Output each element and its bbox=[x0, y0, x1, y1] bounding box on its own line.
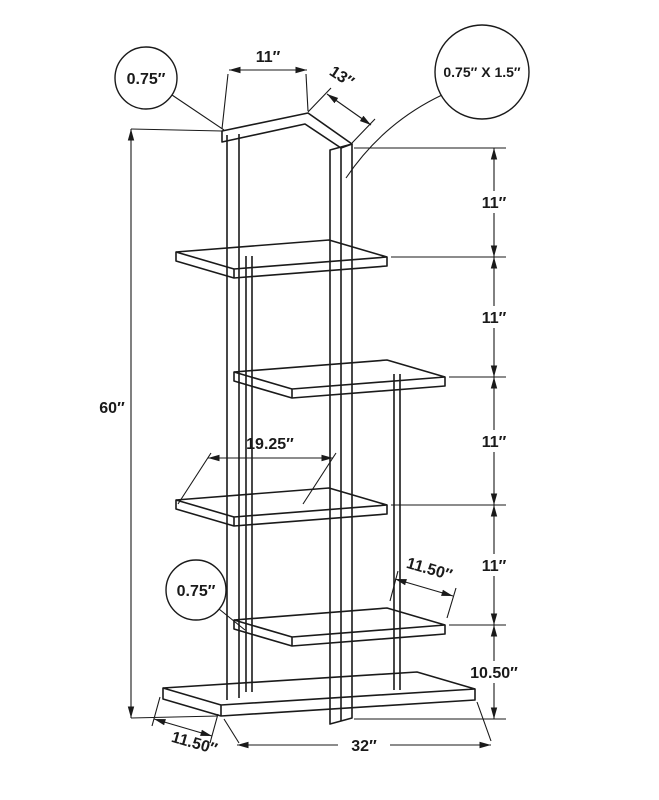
right-support-rails bbox=[393, 374, 401, 690]
label-mask bbox=[477, 306, 511, 328]
shelf-1 bbox=[175, 239, 388, 279]
dim-shelf-depth-line bbox=[394, 578, 454, 597]
leader-lines bbox=[171, 94, 443, 631]
label-mask bbox=[477, 554, 511, 576]
dim-height-label: 60″ bbox=[99, 400, 125, 417]
dim-gap4-label: 11″ bbox=[482, 558, 507, 575]
dim-shelf-width-label: 19.25″ bbox=[246, 436, 294, 453]
top-rail bbox=[221, 112, 353, 149]
callout-post-size-circle bbox=[434, 24, 530, 120]
dim-gap2-label: 11″ bbox=[482, 310, 507, 327]
dim-base-depth-label: 11.50″ bbox=[169, 729, 219, 758]
callout-frame-thickness-label: 0.75″ bbox=[127, 71, 166, 88]
shelf-2 bbox=[233, 359, 446, 399]
dim-base-width-label: 32″ bbox=[351, 738, 377, 755]
label-mask bbox=[477, 191, 511, 213]
shelf-2-edges bbox=[233, 371, 446, 398]
back-post bbox=[226, 134, 240, 700]
dim-gap5-label: 10.50″ bbox=[470, 665, 518, 682]
dim-top-width-label: 11″ bbox=[256, 49, 281, 66]
shelf-4 bbox=[233, 607, 446, 647]
bottom-shelf bbox=[162, 671, 476, 717]
dimension-annotations: 0.75″ 0.75″ X 1.5″ 0.75″ 11″ 13″ 60″ 11″… bbox=[99, 24, 530, 758]
callout-shelf-thickness-label: 0.75″ bbox=[177, 583, 216, 600]
shelf-4-edges bbox=[233, 619, 446, 646]
dim-base-depth-line bbox=[153, 718, 213, 737]
dim-top-depth-line bbox=[326, 93, 372, 126]
shelving-unit bbox=[162, 112, 476, 725]
dim-top-depth-label: 13″ bbox=[326, 63, 357, 91]
bottom-shelf-edges bbox=[162, 687, 476, 716]
label-mask bbox=[477, 430, 511, 452]
shelf-3-edges bbox=[175, 499, 388, 526]
shelf-1-edges bbox=[175, 251, 388, 278]
callout-frame-thickness-circle bbox=[114, 46, 178, 110]
callout-shelf-thickness-circle bbox=[165, 559, 227, 621]
dim-gap1-label: 11″ bbox=[482, 195, 507, 212]
dim-gap3-label: 11″ bbox=[482, 434, 507, 451]
label-mask bbox=[466, 661, 522, 683]
label-mask bbox=[338, 734, 390, 756]
left-support-rails bbox=[245, 256, 253, 692]
extension-lines bbox=[130, 73, 506, 744]
callout-post-size-label: 0.75″ X 1.5″ bbox=[443, 64, 521, 80]
dim-shelf-depth-label: 11.50″ bbox=[404, 555, 454, 584]
shelf-3 bbox=[175, 487, 388, 527]
